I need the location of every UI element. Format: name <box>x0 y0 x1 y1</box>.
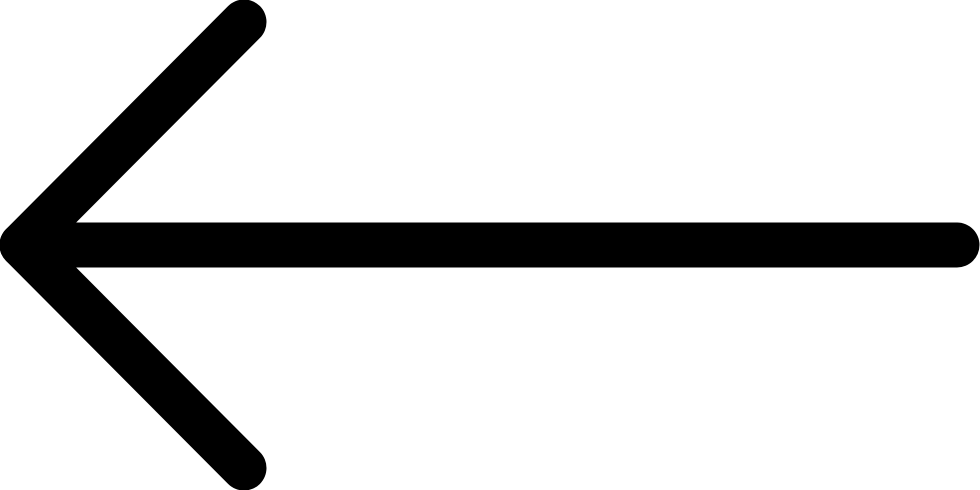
arrow-head <box>0 0 267 490</box>
